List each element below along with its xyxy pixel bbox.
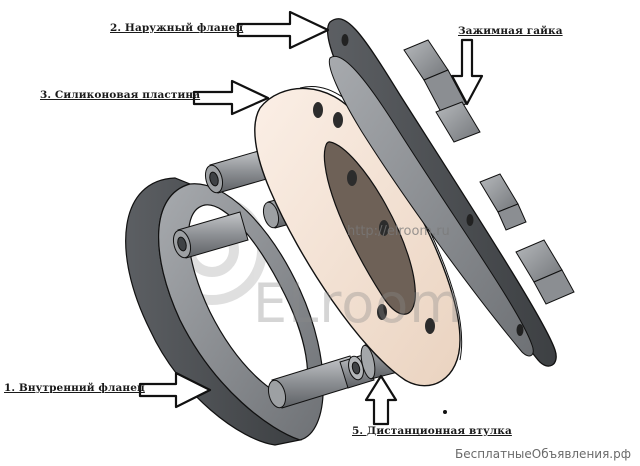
callout-arrows	[138, 10, 484, 426]
watermark-url: http://elroom.ru	[347, 224, 450, 239]
arrow-outer-flange	[236, 10, 330, 50]
label-clamp-nut: Зажимная гайка	[458, 25, 563, 37]
label-outer-flange: 2. Наружный фланец	[110, 22, 244, 34]
outer-flange	[327, 18, 557, 367]
stud-pin	[267, 355, 361, 409]
inner-flange	[125, 177, 324, 446]
label-silicone-plate: 3. Силиконовая пластина	[40, 89, 201, 101]
clamp-nut	[515, 239, 575, 305]
label-inner-flange: 1. Внутренний фланец	[4, 382, 145, 394]
arrow-clamp-nut	[450, 38, 484, 106]
arrow-silicone-plate	[192, 79, 270, 116]
label-spacer-sleeve: 5. Дистанционная втулка	[352, 425, 512, 437]
clamp-nuts	[403, 39, 575, 305]
watermark-brand: ELroom	[253, 272, 463, 335]
clamp-nut	[479, 173, 527, 231]
footer-site-name: БесплатныеОбъявления.рф	[452, 446, 634, 462]
silicone-plate	[254, 86, 463, 387]
clamp-nut	[435, 101, 481, 143]
arrow-inner-flange	[138, 371, 212, 409]
stud-pin	[172, 211, 249, 259]
arrow-spacer-sleeve	[364, 374, 398, 426]
